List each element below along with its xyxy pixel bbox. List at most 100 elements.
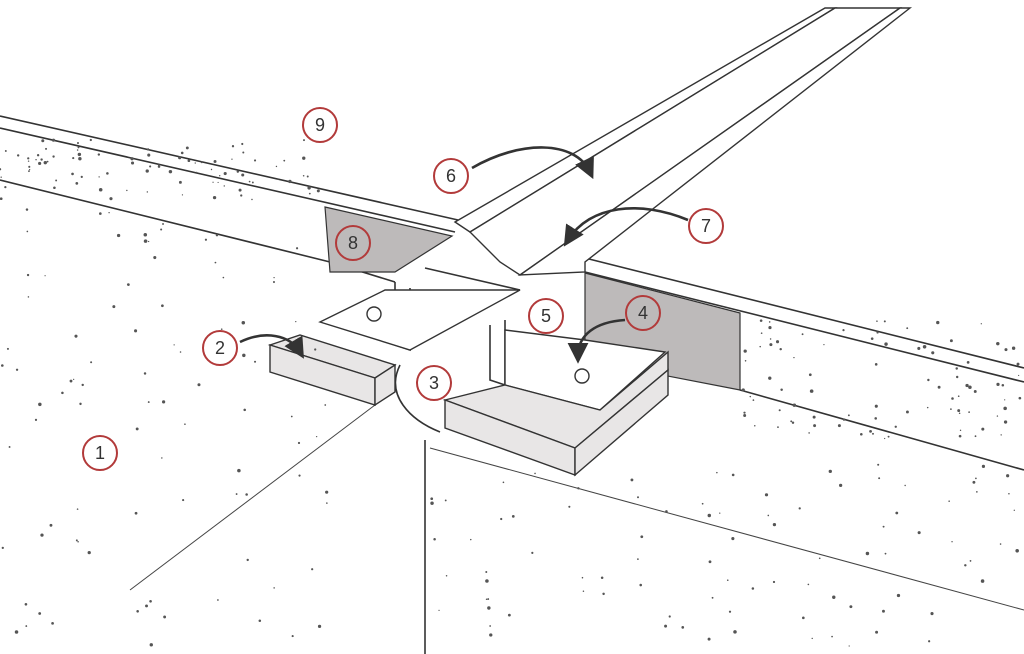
svg-text:8: 8 [348, 233, 358, 253]
aggregate-speck [168, 169, 173, 174]
aggregate-speck [716, 471, 718, 474]
aggregate-speck [143, 239, 148, 243]
aggregate-speck [302, 156, 306, 160]
aggregate-speck [237, 468, 241, 473]
aggregate-speck [444, 499, 447, 502]
aggregate-speck [147, 401, 150, 404]
aggregate-speck [210, 168, 213, 171]
aggregate-speck [801, 333, 804, 336]
aggregate-speck [882, 609, 885, 613]
aggregate-speck [842, 418, 846, 421]
aggregate-speck [430, 497, 434, 501]
aggregate-speck [779, 347, 782, 351]
concrete-texture [0, 138, 1022, 647]
aggregate-speck [314, 348, 317, 351]
aggregate-speck [235, 493, 238, 495]
aggregate-speck [928, 640, 931, 643]
aggregate-speck [106, 172, 109, 175]
aggregate-speck [0, 168, 2, 171]
aggregate-speck [500, 517, 503, 521]
aggregate-speck [212, 181, 214, 183]
aggregate-speck [872, 432, 874, 435]
aggregate-speck [996, 382, 1000, 387]
aggregate-speck [38, 402, 42, 407]
aggregate-speck [600, 576, 604, 579]
aggregate-speck [808, 432, 810, 434]
aggregate-speck [870, 337, 874, 340]
aggregate-speck [306, 175, 309, 178]
aggregate-speck [711, 596, 714, 599]
aggregate-speck [489, 625, 492, 627]
aggregate-speck [116, 233, 121, 238]
aggregate-speck [28, 165, 31, 168]
aggregate-speck [108, 211, 110, 214]
aggregate-speck [1016, 362, 1020, 366]
aggregate-speck [77, 541, 79, 543]
aggregate-speck [882, 525, 885, 528]
aggregate-speck [948, 500, 950, 502]
arrow-4 [567, 318, 626, 364]
aggregate-speck [241, 173, 245, 177]
aggregate-speck [38, 612, 42, 615]
aggregate-speck [828, 469, 832, 474]
aggregate-speck [277, 178, 279, 180]
aggregate-speck [775, 340, 780, 344]
aggregate-speck [231, 145, 235, 148]
aggregate-speck [251, 181, 254, 184]
aggregate-speck [602, 592, 605, 596]
aggregate-speck [298, 474, 301, 477]
aggregate-speck [258, 619, 262, 623]
aggregate-speck [896, 593, 901, 598]
aggregate-speck [246, 558, 249, 562]
aggregate-speck [534, 472, 536, 475]
aggregate-speck [187, 159, 191, 163]
aggregate-speck [731, 473, 735, 477]
aggregate-speck [295, 321, 297, 323]
aggregate-speck [802, 616, 805, 620]
screw-icon [574, 368, 590, 384]
aggregate-speck [136, 610, 139, 613]
aggregate-speck [26, 230, 29, 233]
aggregate-speck [87, 551, 91, 555]
aggregate-speck [937, 385, 941, 389]
aggregate-speck [438, 609, 440, 612]
aggregate-speck [640, 535, 644, 539]
aggregate-speck [238, 188, 242, 192]
aggregate-speck [41, 139, 45, 143]
aggregate-speck [958, 412, 961, 415]
aggregate-speck [791, 421, 795, 424]
aggregate-speck [848, 645, 850, 647]
aggregate-speck [719, 512, 721, 514]
callout-2: 2 [202, 330, 238, 366]
svg-text:3: 3 [429, 373, 439, 393]
aggregate-speck [98, 187, 103, 192]
aggregate-speck [772, 522, 777, 527]
callout-1: 1 [82, 435, 118, 471]
aggregate-speck [243, 408, 246, 412]
aggregate-speck [25, 208, 29, 211]
aggregate-speck [215, 234, 219, 237]
aggregate-speck [147, 240, 150, 243]
aggregate-speck [80, 175, 83, 179]
aggregate-speck [72, 157, 75, 160]
aggregate-speck [759, 345, 761, 348]
aggregate-speck [811, 637, 813, 640]
aggregate-speck [976, 491, 978, 493]
aggregate-speck [291, 635, 294, 638]
aggregate-speck [97, 153, 101, 156]
aggregate-speck [223, 185, 225, 187]
aggregate-speck [808, 373, 812, 377]
svg-text:5: 5 [541, 306, 551, 326]
aggregate-speck [143, 372, 147, 375]
aggregate-speck [89, 138, 92, 142]
aggregate-speck [764, 493, 769, 497]
aggregate-speck [708, 560, 712, 564]
aggregate-speck [197, 383, 201, 387]
aggregate-speck [823, 344, 825, 346]
aggregate-speck [8, 446, 11, 448]
svg-text:9: 9 [315, 115, 325, 135]
aggregate-speck [485, 571, 488, 574]
aggregate-speck [77, 146, 80, 149]
aggregate-speck [922, 345, 927, 349]
aggregate-speck [777, 426, 779, 429]
